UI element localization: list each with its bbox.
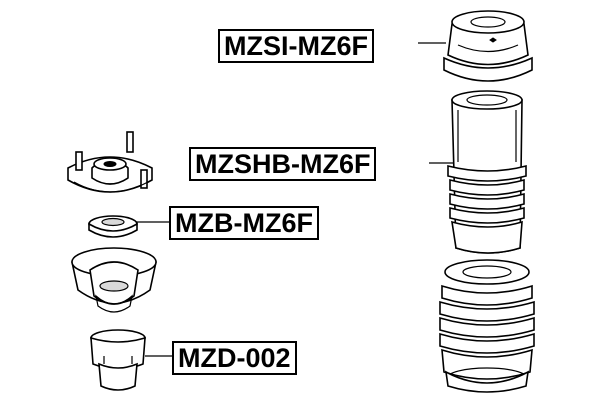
- part-label-mzb: MZB-MZ6F: [169, 206, 319, 240]
- part-label-mzshb: MZSHB-MZ6F: [189, 147, 377, 181]
- part-label-mzsi: MZSI-MZ6F: [218, 29, 374, 63]
- part-label-mzd: MZD-002: [172, 341, 297, 375]
- boot-part: [447, 90, 527, 254]
- strut-mount-part: [67, 131, 153, 193]
- spring-seat-part: [71, 247, 157, 313]
- bearing-part: [88, 215, 138, 238]
- bump-stop-part: [90, 329, 146, 391]
- isolator-part: [443, 10, 533, 82]
- bellows-part: [439, 259, 535, 393]
